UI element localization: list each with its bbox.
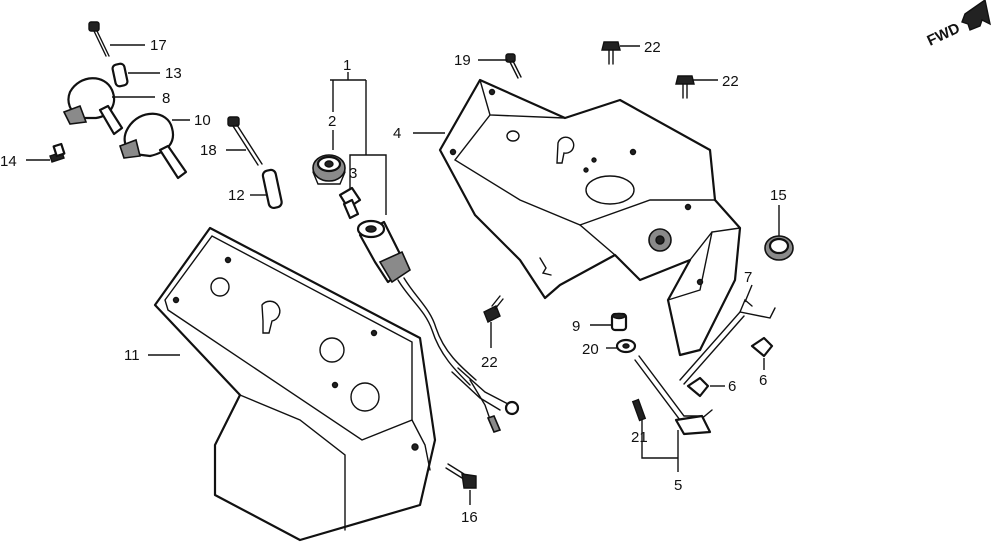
part-7-rod bbox=[679, 298, 776, 385]
callout-3: 3 bbox=[349, 165, 357, 182]
part-16-bolt bbox=[445, 463, 477, 489]
callout-22-top: 22 bbox=[644, 39, 661, 56]
part-18-long-screw bbox=[227, 116, 263, 166]
part-19-screw bbox=[505, 53, 522, 79]
callout-5: 5 bbox=[674, 477, 682, 494]
fwd-arrow-icon bbox=[961, 0, 991, 31]
callout-18: 18 bbox=[200, 142, 217, 159]
callout-labels: 1 2 3 4 5 6 6 7 8 9 10 11 12 13 14 15 16… bbox=[0, 37, 787, 526]
part-21-pin bbox=[631, 398, 647, 422]
part-22-bolt-right bbox=[675, 75, 695, 99]
part-1-ignition-switch bbox=[356, 219, 520, 433]
callout-13: 13 bbox=[165, 65, 182, 82]
part-11-lower-cover bbox=[153, 226, 437, 542]
part-2-lock-cylinder bbox=[312, 154, 346, 185]
part-22-bolt-top bbox=[601, 41, 621, 65]
callout-22-right: 22 bbox=[722, 73, 739, 90]
part-12-spacer bbox=[261, 168, 283, 210]
part-17-screw bbox=[88, 21, 110, 57]
part-15-grommet bbox=[764, 235, 794, 261]
callout-8: 8 bbox=[162, 90, 170, 107]
callout-15: 15 bbox=[770, 187, 787, 204]
callout-10: 10 bbox=[194, 112, 211, 129]
part-13-collar bbox=[111, 62, 129, 88]
part-9-collar bbox=[610, 312, 628, 332]
callout-19: 19 bbox=[454, 52, 471, 69]
leader-lines bbox=[26, 44, 780, 505]
part-10-turn-signal bbox=[118, 112, 188, 180]
callout-17: 17 bbox=[150, 37, 167, 54]
callout-21: 21 bbox=[631, 429, 648, 446]
callout-14: 14 bbox=[0, 153, 17, 170]
callout-2: 2 bbox=[328, 113, 336, 130]
callout-7: 7 bbox=[744, 269, 752, 286]
part-14-bolt bbox=[49, 142, 66, 163]
callout-6-lower: 6 bbox=[728, 378, 736, 395]
callout-9: 9 bbox=[572, 318, 580, 335]
part-22-bolt-center bbox=[483, 295, 504, 323]
part-6-clip-upper bbox=[750, 336, 774, 358]
callout-1: 1 bbox=[343, 57, 351, 74]
callout-16: 16 bbox=[461, 509, 478, 526]
part-5-lever bbox=[634, 355, 713, 436]
part-3-key bbox=[338, 186, 362, 220]
part-8-turn-signal bbox=[62, 77, 124, 136]
part-6-clip-lower bbox=[686, 376, 710, 398]
callout-12: 12 bbox=[228, 187, 245, 204]
callout-11: 11 bbox=[124, 347, 140, 364]
callout-20: 20 bbox=[582, 341, 599, 358]
callout-4: 4 bbox=[393, 125, 401, 142]
fwd-label: FWD bbox=[925, 20, 963, 50]
callout-6-upper: 6 bbox=[759, 372, 767, 389]
part-4-bracket bbox=[438, 78, 742, 357]
part-20-washer bbox=[615, 338, 637, 354]
callout-22-center: 22 bbox=[481, 354, 498, 371]
